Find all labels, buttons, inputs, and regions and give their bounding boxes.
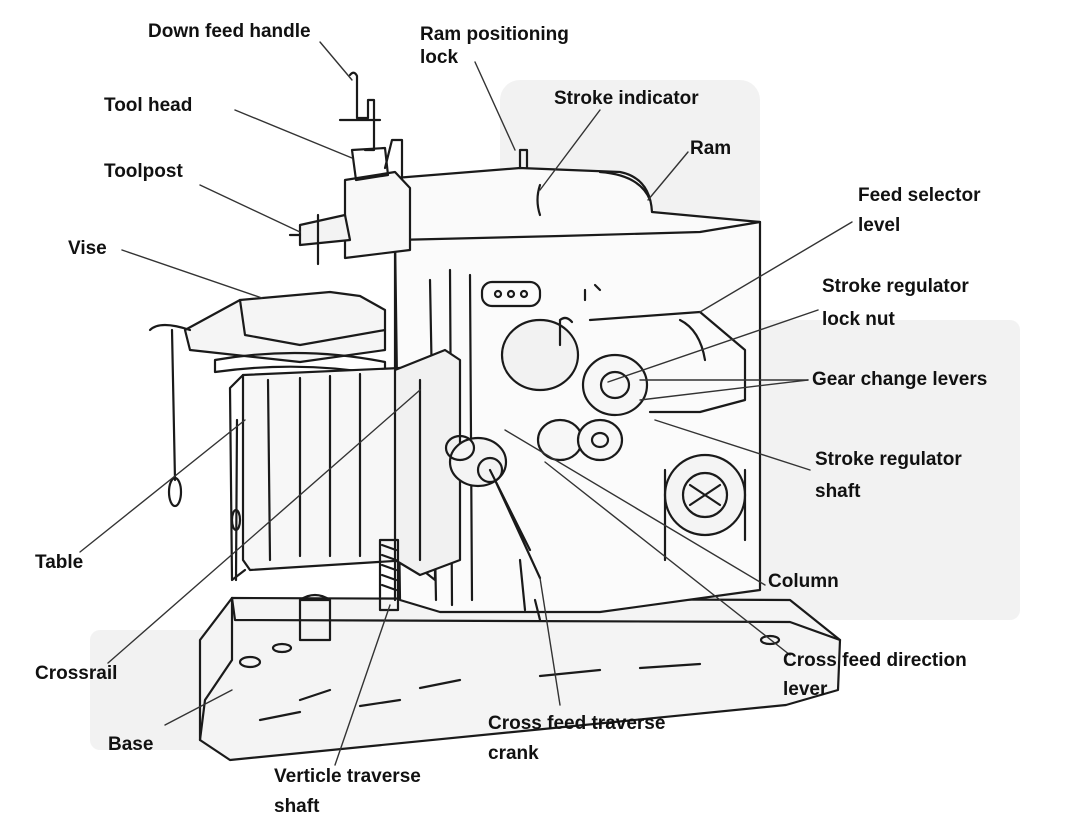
label-down-feed-handle: Down feed handle <box>148 21 311 42</box>
leader-cross-feed-traverse-crank <box>539 577 561 706</box>
ram-part <box>393 148 762 242</box>
label-table: Table <box>35 552 84 573</box>
label-stroke-indicator: Stroke indicator <box>554 88 699 109</box>
leader-lines <box>79 41 853 766</box>
leader-stroke-indicator <box>539 109 601 191</box>
table-part <box>228 366 437 582</box>
label-stroke-regulator-shaft-line1: Stroke regulator <box>815 449 962 470</box>
label-toolpost: Toolpost <box>104 161 183 182</box>
label-cross-feed-traverse-crank-line2: crank <box>488 743 539 764</box>
label-cross-feed-direction-lever-line1: Cross feed direction <box>783 650 967 671</box>
label-cross-feed-traverse-crank-line1: Cross feed traverse <box>488 713 666 734</box>
leader-crossrail <box>107 389 421 664</box>
label-ram: Ram <box>690 138 732 159</box>
label-column: Column <box>768 571 839 592</box>
label-vise: Vise <box>68 238 107 259</box>
label-verticle-traverse-shaft-line2: shaft <box>274 796 320 817</box>
label-stroke-regulator-lock-nut-line2: lock nut <box>822 309 895 330</box>
label-stroke-regulator-shaft-line2: shaft <box>815 481 861 502</box>
leader-stroke-regulator-shaft <box>654 419 811 471</box>
leader-table <box>79 419 246 553</box>
base-part <box>198 596 842 762</box>
leader-ram-positioning-lock <box>474 61 516 151</box>
label-verticle-traverse-shaft-line1: Verticle traverse <box>274 766 421 787</box>
leader-vise <box>121 249 263 299</box>
leader-verticle-traverse-shaft <box>334 604 391 766</box>
leader-feed-selector <box>699 221 853 313</box>
leader-base <box>164 689 233 726</box>
label-gear-change-levers: Gear change levers <box>812 369 988 390</box>
label-stroke-regulator-lock-nut-line1: Stroke regulator <box>822 276 969 297</box>
leader-column <box>504 429 766 586</box>
leader-toolpost <box>199 184 301 233</box>
label-tool-head: Tool head <box>104 95 193 116</box>
vise-part <box>148 290 387 508</box>
leader-gear-change-b <box>639 379 809 401</box>
leader-stroke-regulator-lock-nut <box>607 309 819 383</box>
label-ram-positioning-lock-line1: Ram positioning <box>420 24 569 45</box>
gearbox-part <box>444 310 747 622</box>
label-cross-feed-direction-lever-line2: lever <box>783 679 828 700</box>
crossrail-part <box>393 348 462 577</box>
label-crossrail: Crossrail <box>35 663 118 684</box>
tool-head-part <box>288 71 412 266</box>
leader-ram <box>647 151 689 201</box>
label-ram-positioning-lock-line2: lock <box>420 47 459 68</box>
label-base: Base <box>108 734 154 755</box>
label-feed-selector-level-line1: Feed selector <box>858 185 981 206</box>
leader-tool-head <box>234 109 353 159</box>
leader-cross-feed-direction <box>544 461 791 656</box>
label-feed-selector-level-line2: level <box>858 215 901 236</box>
leader-down-feed-handle <box>319 41 353 81</box>
